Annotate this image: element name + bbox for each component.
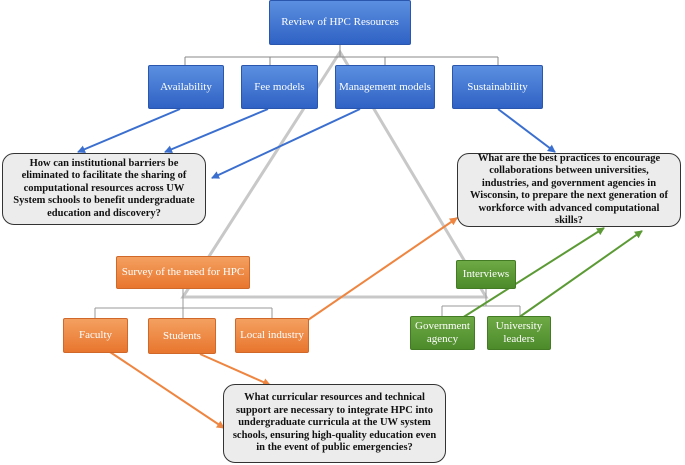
survey-tree-connectors	[94, 289, 273, 318]
question-box-2: What are the best practices to encourage…	[457, 153, 681, 227]
interviews-tree-connectors	[441, 289, 521, 316]
arrow-faculty-q3	[109, 351, 225, 429]
arrow-management-q1	[211, 108, 361, 179]
university-leaders-node: University leaders	[487, 316, 551, 350]
availability-node: Availability	[148, 65, 224, 109]
survey-label: Survey of the need for HPC	[121, 266, 245, 278]
students-label: Students	[163, 329, 201, 342]
faculty-label: Faculty	[79, 329, 112, 341]
review-label: Review of HPC Resources	[281, 16, 399, 28]
government-agency-label: Government agency	[415, 320, 470, 345]
survey-node: Survey of the need for HPC	[116, 256, 250, 289]
arrow-government-q2	[461, 227, 605, 319]
interviews-label: Interviews	[462, 268, 510, 280]
students-node: Students	[148, 318, 216, 354]
triangle-outline	[180, 49, 489, 299]
arrow-students-q3	[199, 353, 271, 386]
arrow-localindustry-q2	[304, 217, 458, 323]
management-models-node: Management models	[335, 65, 435, 109]
arrow-university-q2	[517, 230, 643, 319]
arrow-fee-q1	[164, 108, 269, 153]
question-1-text: How can institutional barriers be elimin…	[13, 157, 195, 219]
interviews-node: Interviews	[456, 260, 516, 289]
local-industry-node: Local industry	[235, 318, 309, 353]
question-3-text: What curricular resources and technical …	[232, 392, 437, 454]
fee-models-label: Fee models	[254, 80, 305, 93]
arrow-sustainability-q2	[497, 108, 556, 153]
management-models-label: Management models	[339, 80, 431, 93]
arrow-availability-q1	[77, 108, 181, 153]
university-leaders-label: University leaders	[495, 320, 543, 345]
faculty-node: Faculty	[63, 318, 128, 353]
local-industry-label: Local industry	[240, 329, 304, 341]
sustainability-label: Sustainability	[467, 80, 528, 93]
question-box-3: What curricular resources and technical …	[223, 384, 446, 463]
sustainability-node: Sustainability	[452, 65, 543, 109]
review-tree-connectors	[184, 45, 499, 65]
government-agency-node: Government agency	[410, 316, 475, 350]
question-2-text: What are the best practices to encourage…	[469, 152, 669, 227]
availability-label: Availability	[160, 80, 212, 93]
review-node: Review of HPC Resources	[269, 0, 411, 45]
fee-models-node: Fee models	[241, 65, 318, 109]
question-box-1: How can institutional barriers be elimin…	[2, 153, 206, 225]
